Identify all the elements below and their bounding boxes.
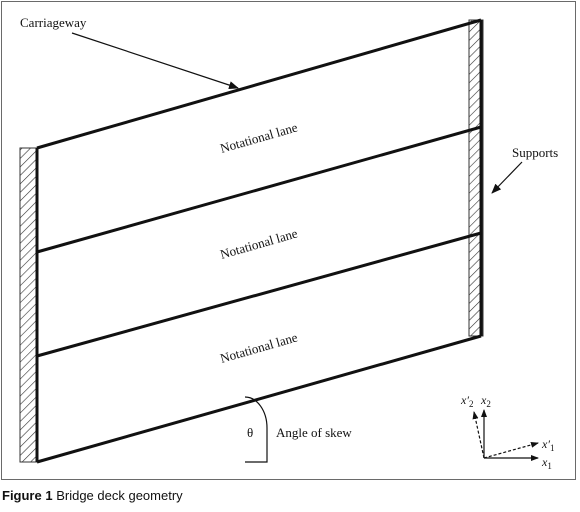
supports-leader-arrow — [491, 161, 523, 194]
figure-caption-text: Bridge deck geometry — [56, 488, 183, 503]
carriageway-label: Carriageway — [20, 15, 87, 30]
figure-caption: Figure 1 Bridge deck geometry — [2, 488, 183, 503]
x1-prime-axis — [483, 441, 539, 459]
lane-label-2: Notational lane — [218, 225, 299, 261]
skew-angle-arc — [244, 396, 268, 463]
x1-prime-label: x′1 — [541, 437, 554, 453]
carriageway-leader-arrow — [71, 32, 239, 89]
carriageway-edge-top — [36, 18, 482, 150]
x2-label: x2 — [480, 393, 491, 409]
carriageway-edge-bottom — [36, 334, 482, 464]
lane-label-1: Notational lane — [218, 119, 299, 155]
x2-prime-axis — [472, 411, 485, 459]
coordinate-axes: x1 x′1 x2 x′2 — [460, 393, 554, 471]
lane-boundary-2 — [36, 231, 482, 358]
supports-label: Supports — [512, 145, 558, 160]
x1-label: x1 — [541, 455, 552, 471]
figure-number: Figure 1 — [2, 488, 53, 503]
left-support — [19, 147, 38, 463]
angle-of-skew-label: Angle of skew — [276, 425, 352, 440]
bridge-deck-diagram: Notational lane Notational lane Notation… — [19, 15, 558, 471]
x2-prime-label: x′2 — [460, 393, 473, 409]
theta-symbol: θ — [247, 425, 253, 440]
figure-frame — [1, 1, 576, 480]
lane-boundary-1 — [36, 125, 482, 254]
lane-label-3: Notational lane — [218, 329, 299, 365]
